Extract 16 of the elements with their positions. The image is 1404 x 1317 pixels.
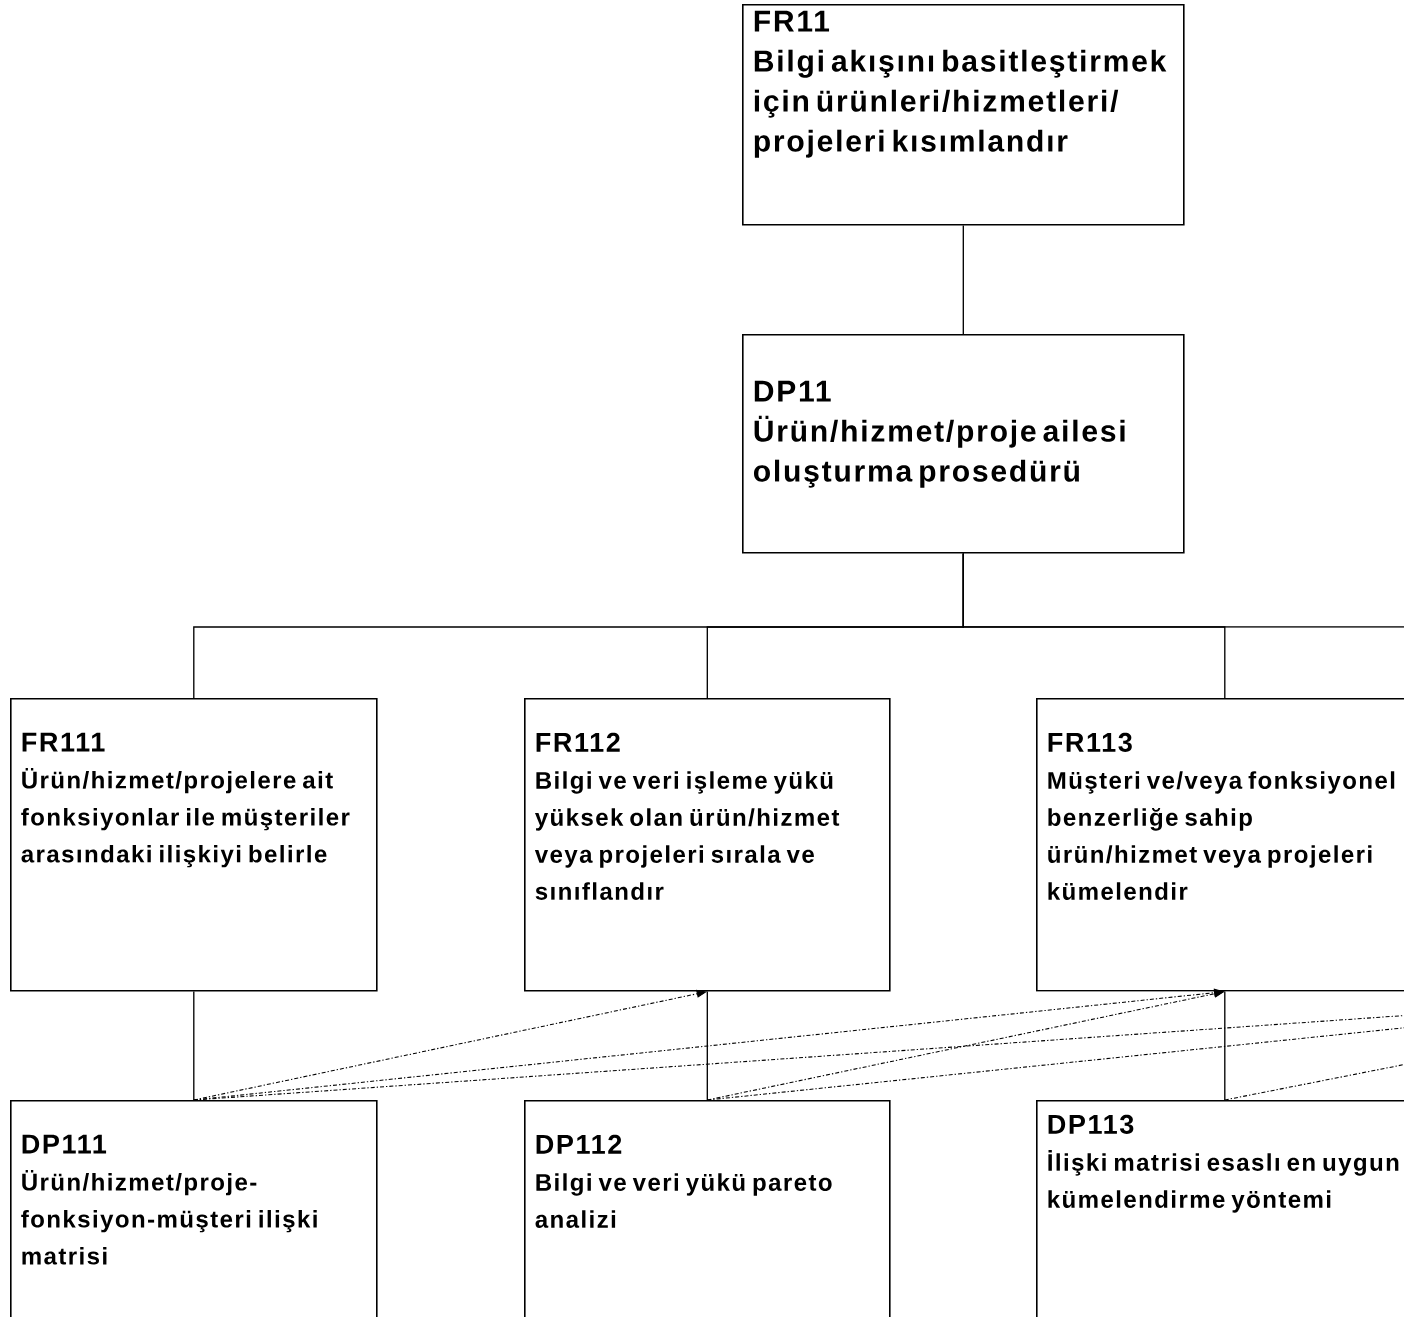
- connector-line: [962, 552, 1404, 628]
- design-parameter-box: DP112 Bilgi ve veri yükü pareto analizi: [524, 1100, 891, 1317]
- design-parameter-box: DP113 İlişki matrisi esaslı en uygun kümelendirme yöntemi: [1036, 1100, 1404, 1317]
- requirement-box: FR112 Bilgi ve veri işleme yükü yüksek olan ürün/hizmet veya projeleri sırala ve sınıflandır: [524, 698, 891, 992]
- design-parameter-box: DP11 Ürün/hizmet/proje ailesi oluşturma prosedürü: [742, 334, 1185, 554]
- requirement-box: FR11 Bilgi akışını basitleştirmek için ürünleri/hizmetleri/ projeleri kısımlandır: [742, 4, 1185, 226]
- dashed-line: [193, 1014, 1404, 1101]
- connector-line: [193, 990, 195, 1101]
- connector-line: [706, 990, 708, 1101]
- requirement-box: FR113 Müşteri ve/veya fonksiyonel benzerliğe sahip ürün/hizmet veya projeleri kümelendir: [1036, 698, 1404, 992]
- connector-line: [1224, 990, 1226, 1101]
- dashed-line: [706, 1026, 1404, 1101]
- requirement-box: FR111 Ürün/hizmet/projelere ait fonksiyonlar ile müşteriler arasındaki ilişkiyi belirle: [10, 698, 378, 992]
- design-parameter-box: DP111 Ürün/hizmet/proje- fonksiyon-müşteri ilişki matrisi: [10, 1100, 378, 1317]
- dashed-line: [1224, 1062, 1404, 1101]
- connector-line: [962, 224, 964, 335]
